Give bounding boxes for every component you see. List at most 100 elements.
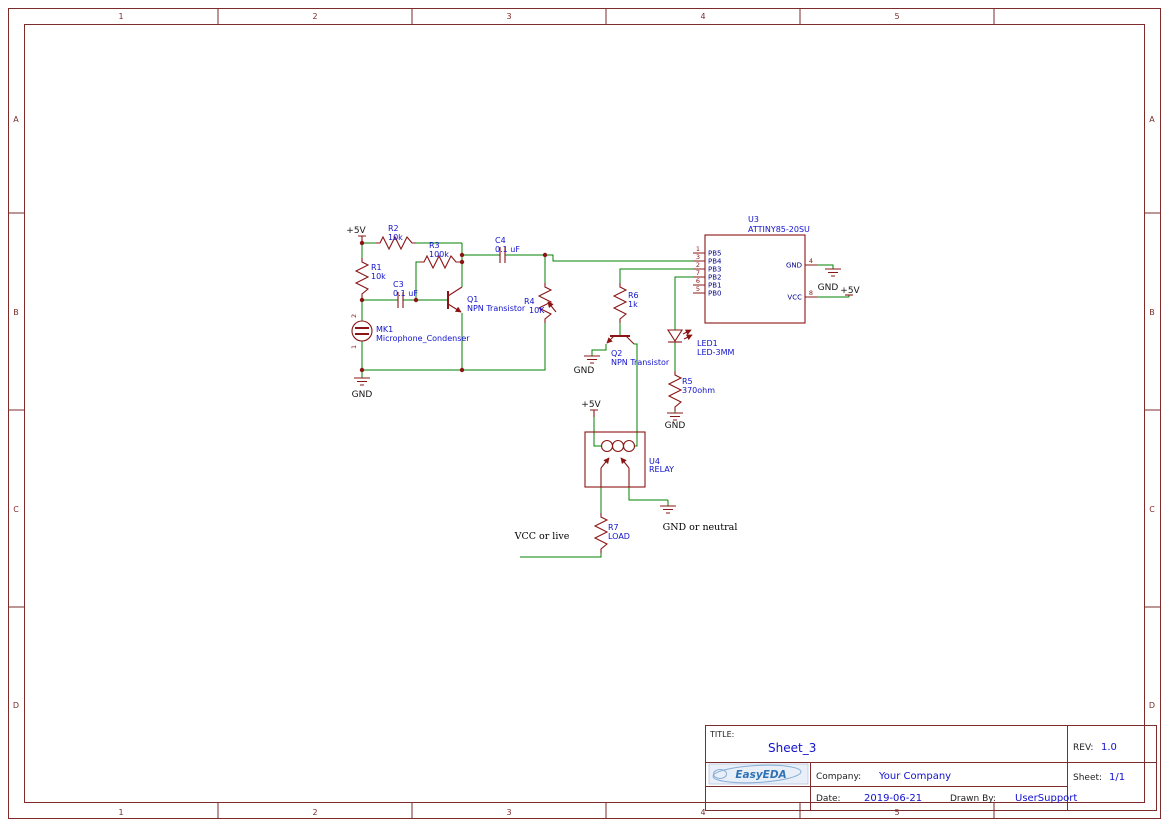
frame-col-label: 5 — [894, 808, 899, 817]
resistor-R3[interactable]: R3 100k — [420, 241, 460, 268]
pin-name: PB0 — [708, 290, 721, 298]
capacitor-C4[interactable]: C4 0.1 uF — [495, 236, 520, 263]
pin-number: 1 — [696, 245, 700, 253]
gnd-symbol-chip[interactable]: GND — [818, 269, 841, 293]
pin-number: 1 — [350, 345, 358, 349]
logo-text: EasyEDA — [735, 769, 786, 781]
frame-row-label: A — [1149, 115, 1155, 124]
title-label: TITLE: — [709, 730, 734, 739]
component-ref: LED1 — [697, 339, 718, 348]
transistor-Q1[interactable]: Q1 NPN Transistor — [448, 287, 526, 313]
frame-row-label: B — [1149, 308, 1155, 317]
relay-U4[interactable]: U4 RELAY — [585, 432, 674, 487]
component-ref: R2 — [388, 224, 399, 233]
gnd-symbol-q2[interactable]: GND — [574, 356, 600, 376]
frame-row-label: B — [13, 308, 19, 317]
power-flag-5v-vcc[interactable]: +5V — [840, 286, 860, 296]
frame-col-label: 2 — [312, 12, 317, 21]
gnd-symbol-relay[interactable]: GND or neutral — [660, 506, 737, 533]
component-value: 1k — [628, 300, 638, 309]
net-label-5v: +5V — [581, 400, 601, 410]
pin-number: 4 — [809, 257, 813, 265]
component-value: RELAY — [649, 465, 674, 474]
resistor-R7[interactable]: R7 LOAD — [595, 513, 630, 553]
frame-row-label: A — [13, 115, 19, 124]
pin-number: 6 — [696, 277, 700, 285]
component-ref: R3 — [429, 241, 440, 250]
frame-col-label: 4 — [700, 12, 705, 21]
frame-column-labels: 1 2 3 4 5 1 2 3 4 5 — [118, 12, 899, 817]
pin-number: 7 — [696, 269, 700, 277]
ic-U3[interactable]: 1 3 2 7 6 5 PB5 PB4 PB3 PB2 PB1 PB0 4 8 … — [693, 215, 817, 323]
pin-name: PB4 — [708, 258, 722, 266]
component-ref: R7 — [608, 523, 619, 532]
pin-name: PB1 — [708, 282, 721, 290]
sheet-title: Sheet_3 — [768, 741, 816, 755]
frame-col-label: 1 — [118, 12, 123, 21]
pin-name: VCC — [787, 294, 802, 302]
frame-col-label: 3 — [506, 808, 511, 817]
net-label-gnd: GND — [818, 283, 839, 293]
net-label-5v: +5V — [840, 286, 860, 296]
component-value: LOAD — [608, 532, 630, 541]
capacitor-C3[interactable]: C3 0.1 uF — [393, 280, 418, 308]
pin-name: PB2 — [708, 274, 721, 282]
company-label: Company: — [816, 772, 861, 782]
component-ref: U3 — [748, 215, 759, 224]
drawn-by-value: UserSupport — [1015, 793, 1077, 804]
company-value: Your Company — [878, 771, 951, 782]
sheet-label: Sheet: — [1073, 773, 1102, 783]
frame-col-label: 4 — [700, 808, 705, 817]
component-ref: R6 — [628, 291, 639, 300]
component-ref: R5 — [682, 377, 693, 386]
date-label: Date: — [816, 794, 841, 804]
net-label-5v: +5V — [346, 226, 366, 236]
component-value: 10k — [371, 272, 386, 281]
resistor-R1[interactable]: R1 10k — [356, 258, 386, 298]
frame-row-label: D — [1149, 701, 1155, 710]
pin-name: PB5 — [708, 250, 721, 258]
gnd-symbol-mic[interactable]: GND — [352, 378, 373, 400]
resistor-R6[interactable]: R6 1k — [614, 283, 639, 323]
component-ref: R1 — [371, 263, 382, 272]
component-value: LED-3MM — [697, 348, 735, 357]
frame-col-label: 1 — [118, 808, 123, 817]
gnd-symbol-r5[interactable]: GND — [665, 413, 686, 431]
title-block: TITLE: Sheet_3 REV: 1.0 EasyEDA Company:… — [706, 726, 1157, 811]
sheet-value: 1/1 — [1109, 772, 1125, 783]
pin-number: 2 — [350, 314, 358, 318]
microphone-MK1[interactable]: 2 1 MK1 Microphone_Condenser — [350, 314, 470, 349]
pin-number: 5 — [696, 285, 700, 293]
power-flag-5v-main[interactable]: +5V — [346, 226, 366, 243]
wires[interactable] — [362, 243, 849, 557]
net-label-gnd: GND — [665, 421, 686, 431]
frame-row-labels: A B C D A B C D — [13, 115, 1155, 710]
component-value: 0.1 uF — [393, 289, 418, 298]
component-ref: R4 — [524, 297, 535, 306]
component-ref: C3 — [393, 280, 404, 289]
frame-row-label: D — [13, 701, 19, 710]
component-ref: Q1 — [467, 295, 478, 304]
easyeda-logo: EasyEDA — [709, 763, 808, 785]
pin-name: GND — [786, 262, 802, 270]
wire — [520, 265, 849, 557]
frame-col-label: 2 — [312, 808, 317, 817]
frame-row-label: C — [13, 505, 19, 514]
power-flag-5v-relay[interactable]: +5V — [581, 400, 601, 417]
pin-number: 2 — [696, 261, 700, 269]
rev-label: REV: — [1073, 743, 1093, 753]
net-label-gnd: GND — [574, 366, 595, 376]
transistor-Q2[interactable]: Q2 NPN Transistor — [607, 336, 670, 367]
component-value: 100k — [429, 250, 449, 259]
resistor-R5[interactable]: R5 370ohm — [669, 371, 715, 411]
net-label-gnd-neutral: GND or neutral — [663, 522, 738, 533]
led-LED1[interactable]: LED1 LED-3MM — [668, 330, 735, 357]
resistor-R2[interactable]: R2 10k — [376, 224, 416, 249]
component-value: NPN Transistor — [467, 304, 526, 313]
component-value: 10k — [388, 233, 403, 242]
potentiometer-R4[interactable]: R4 10K — [524, 283, 556, 323]
net-label-gnd: GND — [352, 390, 373, 400]
drawn-by-label: Drawn By: — [950, 794, 996, 804]
